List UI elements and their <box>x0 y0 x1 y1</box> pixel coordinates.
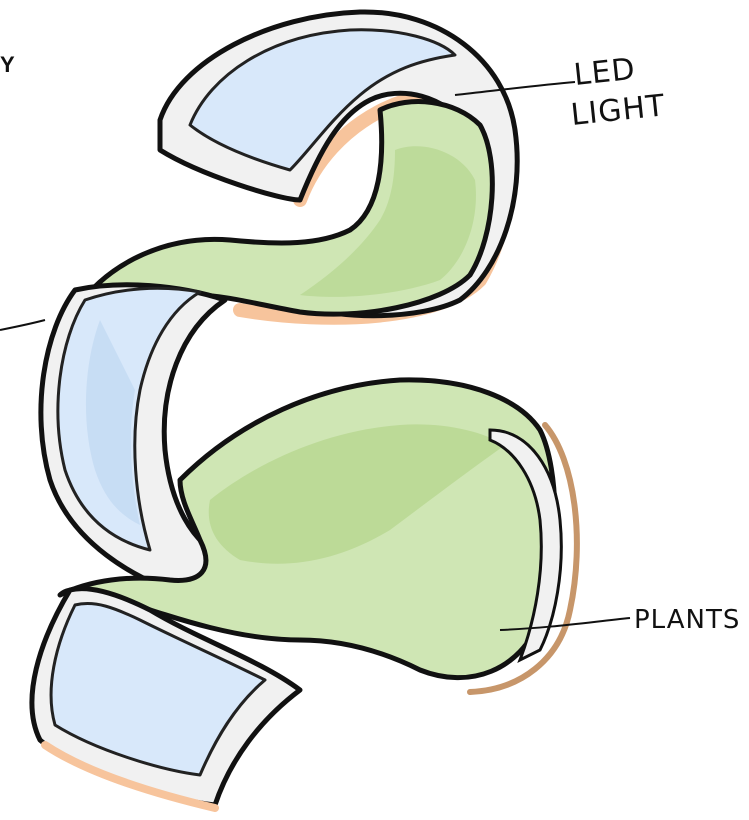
bottom-peach-edge <box>41 741 219 812</box>
bottom-led-panel <box>49 601 267 777</box>
annotation-lines <box>0 81 631 631</box>
plants-label: PLANTS <box>634 605 740 635</box>
top-led-panel <box>188 28 457 172</box>
lower-brown-edge <box>467 422 580 695</box>
middle-led-shade <box>85 320 140 525</box>
led-label-line2: LIGHT <box>569 88 667 133</box>
lower-plant-shade <box>208 424 505 564</box>
plants-leader-line <box>499 617 631 631</box>
left-cut-leader-line <box>0 319 46 331</box>
upper-plant-shade <box>300 146 476 297</box>
cut-off-label-top: Y <box>0 52 15 77</box>
s-shaped-planter-structure <box>29 9 580 812</box>
led-leader-line <box>454 81 576 96</box>
led-label-line1: LED <box>572 52 637 93</box>
lower-curve-inner-face <box>488 428 563 664</box>
